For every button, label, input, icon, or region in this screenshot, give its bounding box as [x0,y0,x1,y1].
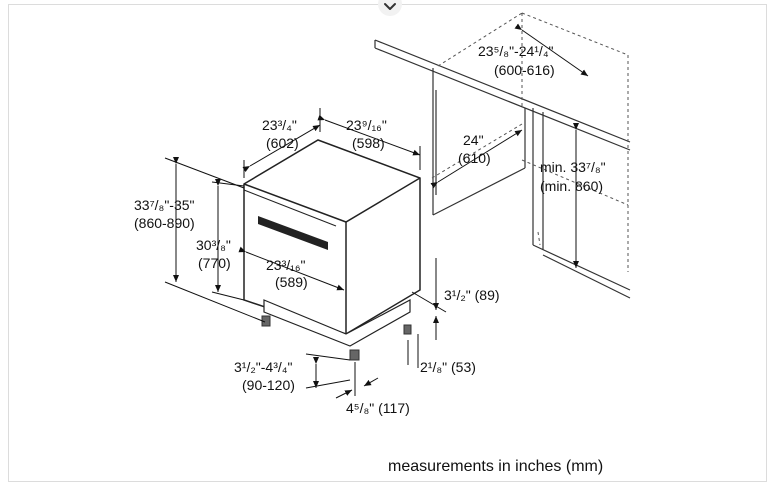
niche-depth-inch: 23⁵/₈"-24¹/₄" [478,43,554,59]
depth-total-inch: 23³/₄" [262,117,297,133]
niche-height-mm: (min. 860) [540,178,603,194]
leg-setback-label: 4⁵/₈" (117) [346,400,410,416]
depth-total-mm: (602) [266,135,299,151]
niche-width-inch: 24" [463,132,484,148]
leg-adjust-inch: 3¹/₂"-4³/₄" [234,359,292,375]
measurement-units-caption: measurements in inches (mm) [388,458,603,475]
depth-body-inch: 23⁹/₁₆" [346,117,387,133]
niche-depth-mm: (600-616) [494,62,555,78]
niche-width-mm: (610) [458,150,491,166]
body-width-inch: 23³/₁₆" [266,257,305,273]
scroll-down-button[interactable] [373,0,407,16]
body-height-inch: 30³/₈" [196,237,231,253]
dishwasher-toe-kick [263,299,411,347]
body-width-mm: (589) [275,274,308,290]
dishwasher-handle [258,216,328,250]
niche-height-inch: min. 33⁷/₈" [540,159,606,175]
total-height-mm: (860-890) [134,215,195,231]
body-height-mm: (770) [198,255,231,271]
leg-adjust-mm: (90-120) [242,377,295,393]
toe-kick-depth-label: 2¹/₈" (53) [420,359,476,375]
total-height-inch: 33⁷/₈"-35" [134,197,195,213]
depth-body-mm: (598) [352,135,385,151]
toe-kick-height-label: 3¹/₂" (89) [444,287,500,303]
dimension-lines [164,23,589,399]
niche-dashed-outline [431,12,629,272]
chevron-down-icon [378,0,402,16]
